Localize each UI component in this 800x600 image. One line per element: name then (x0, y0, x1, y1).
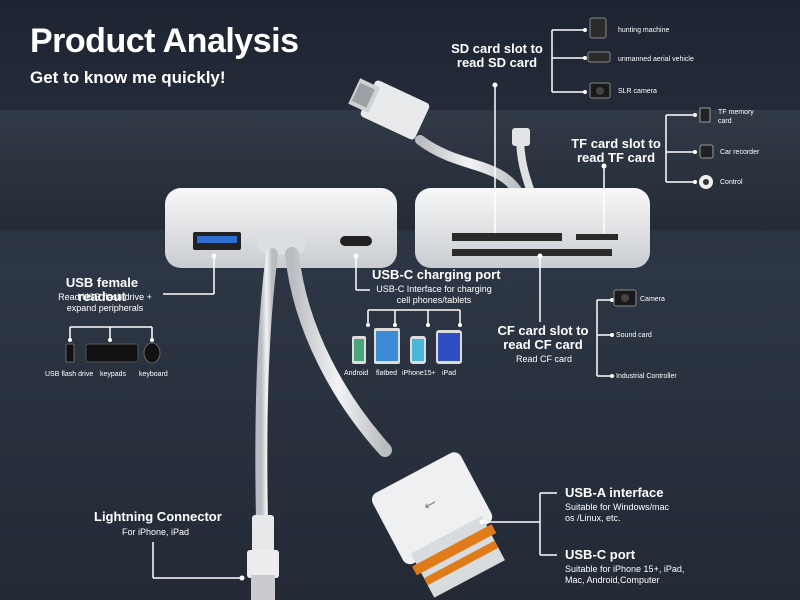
charge-device-android: Android (344, 370, 369, 377)
usb-device-keypads: keypads (100, 371, 127, 378)
page-title: Product Analysis (30, 22, 299, 60)
usbc-port-label: USB-C port (565, 547, 636, 562)
tf-device-memory-card: TF memory card (718, 109, 754, 125)
bottom-usb-plug: ⭠ (371, 452, 505, 598)
tf-slot-label: TF card slot to read TF card (571, 136, 661, 165)
usb-female-desc: Read USB flash drive + expand peripheral… (58, 292, 152, 313)
cf-slot-desc: Read CF card (516, 354, 573, 364)
tf-device-control: Control (720, 179, 743, 186)
tf-device-car-recorder: Car recorder (720, 149, 760, 156)
usb-device-flash-drive: USB flash drive (45, 371, 94, 378)
top-usb-plug (348, 78, 430, 140)
lightning-desc: For iPhone, iPad (122, 527, 190, 537)
usb-female-label: USB female readout (65, 275, 139, 304)
usba-desc: Suitable for Windows/mac os /Linux, etc. (565, 502, 670, 523)
device-icons (65, 17, 714, 364)
page-subtitle: Get to know me quickly! (30, 68, 226, 87)
charge-device-iphone: iPhone15+ (402, 370, 436, 377)
usba-label: USB-A interface (565, 485, 664, 500)
cf-slot-label: CF card slot to read CF card (497, 323, 589, 352)
charge-device-flatbed: flatbed (376, 370, 398, 377)
cf-device-sound-card: Sound card (616, 332, 652, 339)
usbc-port-desc: Suitable for iPhone 15+, iPad, Mac, Andr… (565, 564, 685, 585)
charge-device-ipad: iPad (442, 370, 457, 377)
sd-device-slr-camera: SLR camera (618, 88, 657, 95)
sd-device-uav: unmanned aerial vehicle (618, 56, 694, 63)
usbc-charging-label: USB-C charging port (372, 267, 501, 282)
cf-device-industrial-controller: Industrial Controller (616, 373, 677, 380)
lightning-label: Lightning Connector (94, 509, 222, 524)
cf-device-camera: Camera (640, 296, 665, 303)
sd-slot-label: SD card slot to read SD card (451, 41, 543, 70)
right-hub (415, 188, 650, 268)
usbc-charging-desc: USB-C Interface for charging cell phones… (376, 284, 492, 305)
usb-device-keyboard: keyboard (139, 371, 168, 378)
sd-device-hunting-machine: hunting machine (618, 27, 670, 34)
left-hub (165, 188, 397, 268)
